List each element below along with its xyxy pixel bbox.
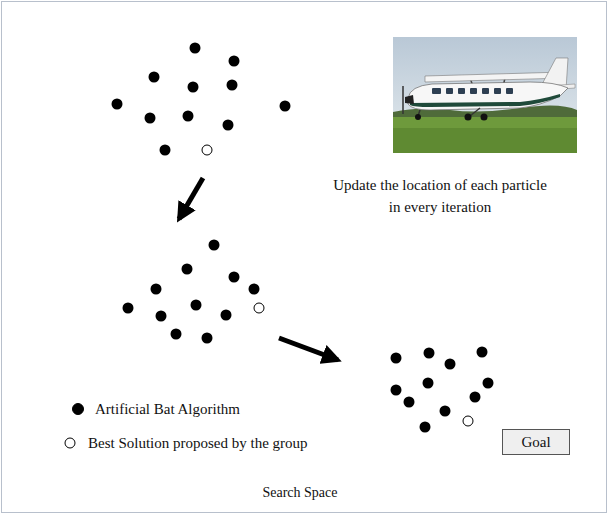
bat-particle bbox=[229, 56, 240, 67]
best-solution-marker bbox=[254, 303, 264, 313]
iteration-arrow bbox=[179, 178, 203, 219]
bat-particle bbox=[420, 422, 431, 433]
bat-particle bbox=[227, 80, 238, 91]
annotation: Update the location of each particle in … bbox=[330, 174, 550, 218]
legend-marker bbox=[65, 438, 75, 448]
legend-item: Artificial Bat Algorithm bbox=[95, 399, 240, 419]
bat-particle bbox=[171, 329, 182, 340]
bat-particle bbox=[123, 303, 134, 314]
bat-particle bbox=[182, 264, 193, 275]
bat-particle bbox=[209, 240, 220, 251]
bat-particle bbox=[229, 272, 240, 283]
bat-particle bbox=[191, 300, 202, 311]
bat-particle bbox=[249, 284, 260, 295]
bat-particle bbox=[149, 72, 160, 83]
bat-particle bbox=[424, 348, 435, 359]
node-text: Goal bbox=[503, 433, 569, 451]
bat-particle bbox=[221, 310, 232, 321]
legend-item: Best Solution proposed by the group bbox=[88, 433, 308, 453]
legend-marker bbox=[73, 404, 84, 415]
bat-particle bbox=[280, 101, 291, 112]
annotation-text: Update the location of each particle in … bbox=[330, 174, 550, 218]
bat-particle bbox=[145, 113, 156, 124]
bat-particle bbox=[183, 111, 194, 122]
legend-text: Artificial Bat Algorithm bbox=[95, 399, 240, 419]
bat-particle bbox=[470, 392, 481, 403]
legend-text: Best Solution proposed by the group bbox=[88, 433, 308, 453]
best-solution-marker bbox=[202, 145, 212, 155]
bat-particle bbox=[223, 120, 234, 131]
bat-particle bbox=[160, 145, 171, 156]
bat-particle bbox=[188, 82, 199, 93]
bat-particle bbox=[445, 359, 456, 370]
best-solution-marker bbox=[463, 416, 473, 426]
aircraft-photo bbox=[393, 37, 577, 153]
caption: Search Space bbox=[180, 483, 420, 503]
bat-particle bbox=[151, 284, 162, 295]
caption-text: Search Space bbox=[180, 483, 420, 503]
bat-particle bbox=[477, 347, 488, 358]
bat-particle bbox=[423, 378, 434, 389]
bat-particle bbox=[391, 353, 402, 364]
bat-particle bbox=[404, 397, 415, 408]
goal-box: Goal bbox=[502, 429, 570, 455]
bat-particle bbox=[483, 378, 494, 389]
bat-particle bbox=[202, 333, 213, 344]
bat-particle bbox=[190, 43, 201, 54]
bat-particle bbox=[156, 311, 167, 322]
iteration-arrow bbox=[279, 338, 338, 360]
bat-particle bbox=[440, 406, 451, 417]
bat-particle bbox=[391, 385, 402, 396]
bat-particle bbox=[112, 99, 123, 110]
